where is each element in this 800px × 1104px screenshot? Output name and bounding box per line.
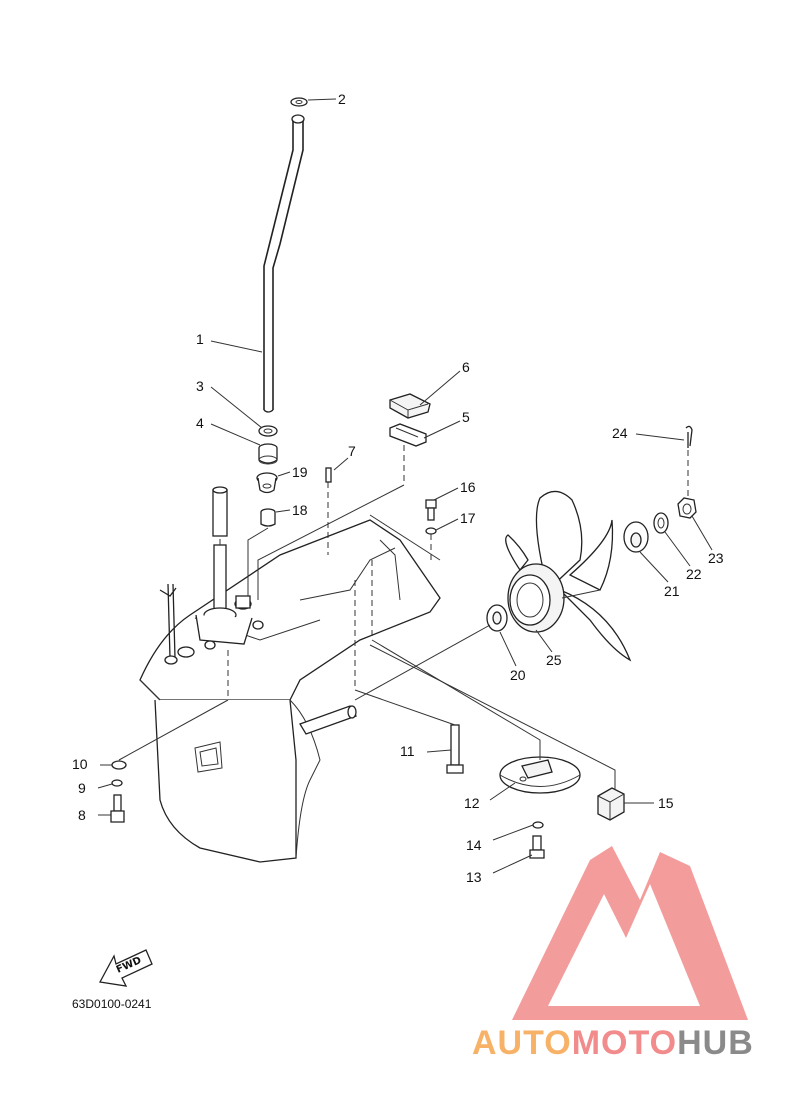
callout-4: 4 — [196, 415, 204, 431]
part-18-collar — [260, 508, 276, 527]
part-22-washer — [653, 512, 669, 534]
callout-23: 23 — [708, 550, 724, 566]
lower-casing — [139, 519, 441, 863]
part-24-cotter-pin — [685, 425, 693, 448]
callout-21: 21 — [664, 583, 680, 599]
part-11-bolt — [446, 724, 464, 774]
part-20-thrust-washer — [486, 604, 508, 632]
callout-13: 13 — [466, 869, 482, 885]
part-23-nut — [677, 497, 697, 519]
part-14-washer — [532, 821, 544, 829]
callout-14: 14 — [466, 837, 482, 853]
part-13-bolt — [529, 835, 545, 859]
callout-18: 18 — [292, 502, 308, 518]
callout-labels: 2 1 3 4 19 18 7 6 5 16 17 24 23 22 21 25… — [72, 91, 724, 885]
part-2-grommet — [290, 97, 308, 107]
part-5-bracket — [389, 423, 427, 447]
callout-9: 9 — [78, 780, 86, 796]
part-9-washer — [111, 779, 123, 787]
callout-12: 12 — [464, 795, 480, 811]
part-25-propeller — [505, 490, 632, 662]
svg-text:AUTOMOTOHUB: AUTOMOTOHUB — [472, 1024, 754, 1062]
callout-10: 10 — [72, 756, 88, 772]
part-4-bushing — [258, 443, 278, 465]
callout-8: 8 — [78, 807, 86, 823]
part-17-washer — [425, 527, 437, 535]
callout-6: 6 — [462, 359, 470, 375]
callout-7: 7 — [348, 443, 356, 459]
part-16-bolt — [425, 499, 437, 521]
part-8-bolt — [110, 794, 125, 823]
callout-16: 16 — [460, 479, 476, 495]
callout-1: 1 — [196, 331, 204, 347]
part-15-anode — [597, 787, 625, 821]
callout-19: 19 — [292, 464, 308, 480]
fwd-arrow: FWD — [98, 949, 153, 987]
part-7-pin — [325, 467, 332, 483]
assembly-lines — [118, 445, 689, 790]
part-12-anode-plate — [499, 756, 581, 794]
callout-11: 11 — [400, 743, 415, 759]
callout-15: 15 — [658, 795, 674, 811]
callout-2: 2 — [338, 91, 346, 107]
drawing-code: 63D0100-0241 — [72, 997, 152, 1011]
part-3-washer — [258, 425, 278, 437]
part-21-spacer — [623, 521, 649, 553]
callout-3: 3 — [196, 378, 204, 394]
part-19-grommet — [256, 472, 278, 494]
callout-22: 22 — [686, 566, 702, 582]
callout-24: 24 — [612, 425, 628, 441]
part-1-rod — [263, 114, 305, 413]
watermark-triangle-mark — [512, 846, 748, 1020]
watermark-text-hub: HUB — [677, 1024, 754, 1062]
watermark-logo — [512, 846, 748, 1020]
callout-leaders — [97, 98, 713, 874]
watermark-text-moto: MOTO — [572, 1024, 677, 1062]
callout-5: 5 — [462, 409, 470, 425]
callout-25: 25 — [546, 652, 562, 668]
watermark-text-auto: AUTO — [472, 1024, 572, 1062]
part-6-damper — [389, 393, 431, 419]
callout-17: 17 — [460, 510, 476, 526]
part-10-washer — [111, 760, 127, 770]
callout-20: 20 — [510, 667, 526, 683]
watermark-text: AUTOMOTOHUB — [472, 1024, 754, 1062]
